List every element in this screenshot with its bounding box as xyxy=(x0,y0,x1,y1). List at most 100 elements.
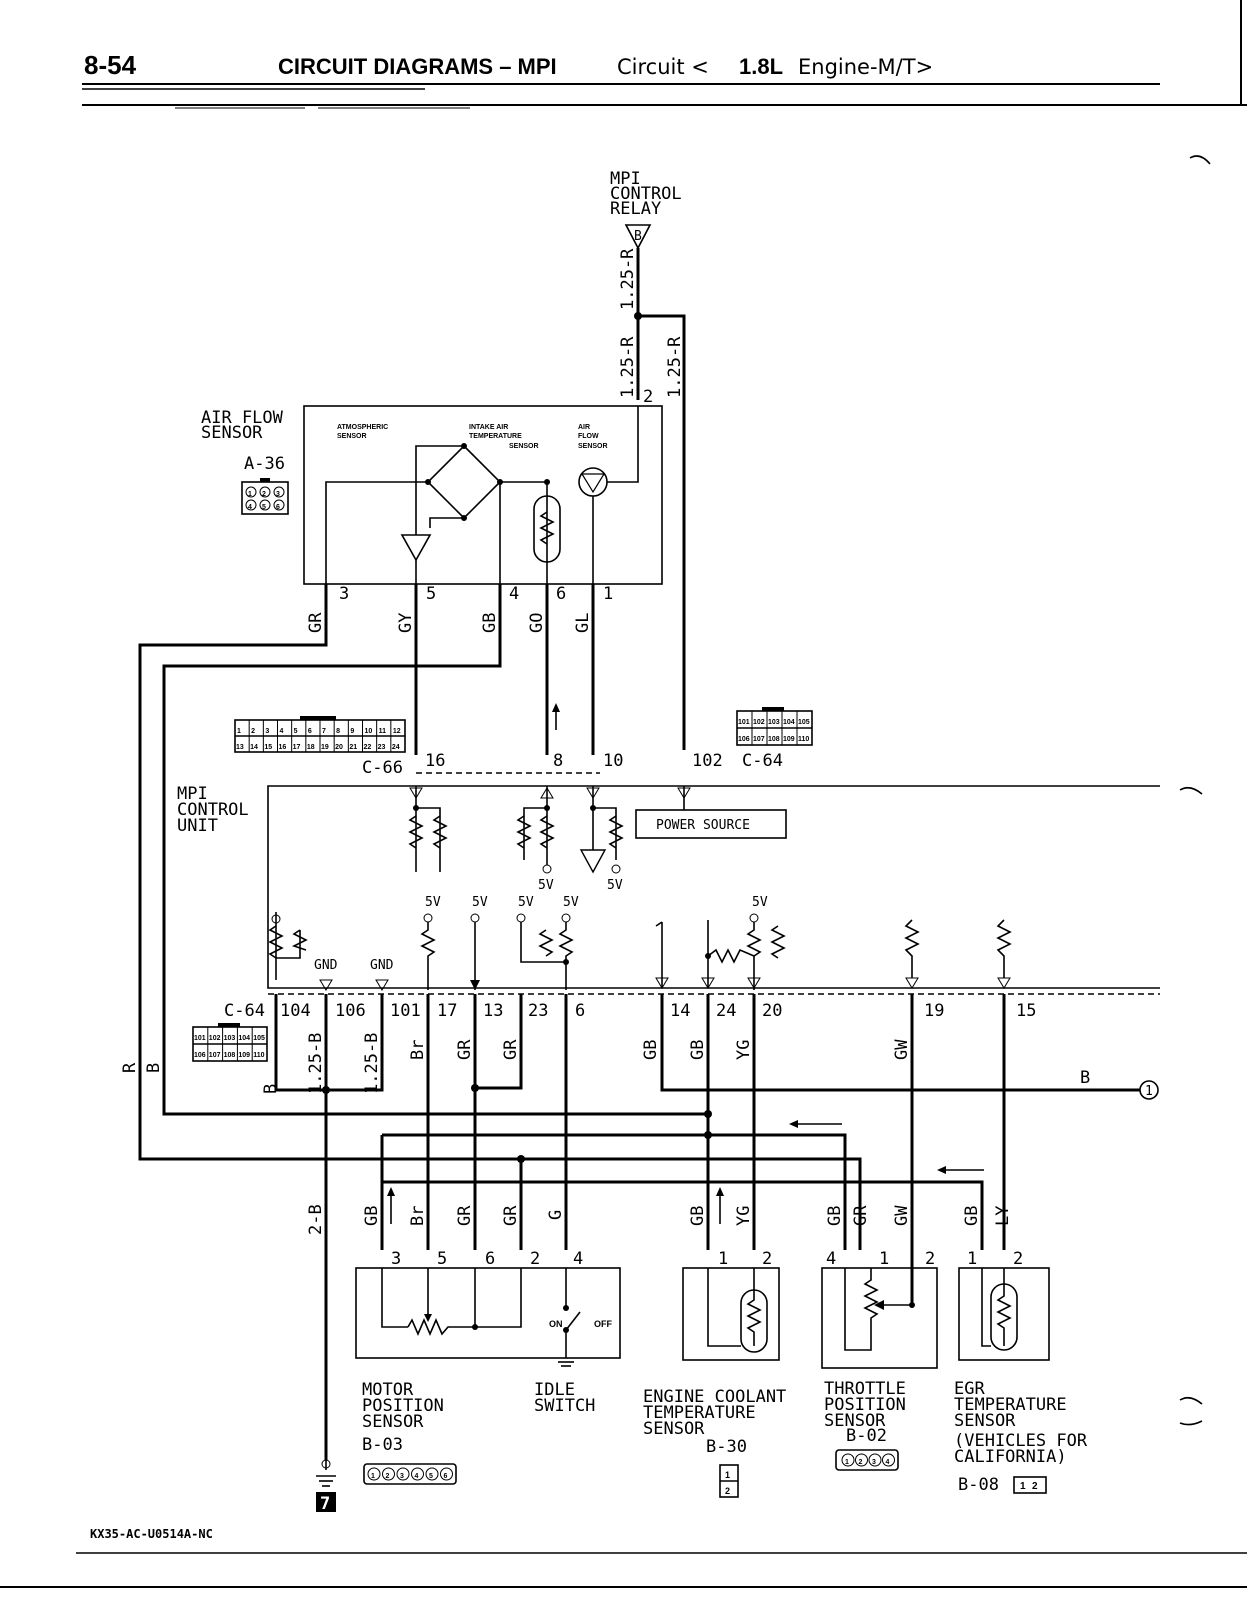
wire-label-gr-13: GR xyxy=(455,1039,475,1060)
mps-pin-5: 5 xyxy=(437,1249,447,1269)
egr-pin-2: 2 xyxy=(1013,1249,1023,1269)
c64-grid-pin: 102 xyxy=(753,719,765,726)
mps-pin-6: 6 xyxy=(485,1249,495,1269)
c66-grid-pin: 16 xyxy=(279,744,287,751)
mps-wire-gb: GB xyxy=(362,1206,382,1226)
c64-bottom-pin: 23 xyxy=(528,1001,548,1021)
idle-off-label: OFF xyxy=(594,1319,612,1329)
mps-connector-pin: 1 xyxy=(371,1473,375,1480)
margin-mark xyxy=(1179,1396,1203,1405)
c64-pin-102: 102 xyxy=(692,751,723,771)
wire-label-b: B xyxy=(1080,1068,1090,1088)
c64-grid-pin: 105 xyxy=(253,1035,265,1042)
wire-gr-afs xyxy=(138,584,862,1250)
mps-housing xyxy=(355,1267,621,1359)
wire-label-br-17: Br xyxy=(408,1040,428,1060)
mps-connector-pin: 3 xyxy=(400,1473,404,1480)
ecu-label-1: MPI xyxy=(177,784,208,804)
relay-label-2: CONTROL xyxy=(610,184,682,204)
throttle-position-sensor: 4 1 2 xyxy=(821,1249,938,1369)
connector-pin-icon xyxy=(367,1467,381,1481)
mps-wire-gr-6: GR xyxy=(455,1205,475,1226)
connector-pin-icon xyxy=(382,1467,395,1481)
c64-grid-pin: 109 xyxy=(783,736,795,743)
svg-text:3: 3 xyxy=(276,491,280,498)
mps-label-1: MOTOR xyxy=(362,1380,414,1400)
switch-contact-icon xyxy=(565,1311,581,1331)
c64-grid-pin: 105 xyxy=(798,719,810,726)
c66-pin-10: 10 xyxy=(603,751,623,771)
tps-connector-pin: 1 xyxy=(845,1459,849,1466)
c66-grid-pin: 14 xyxy=(250,744,258,751)
pressure-bridge-icon xyxy=(426,444,502,520)
connector-pin-icon xyxy=(440,1467,453,1481)
pulldown-resistor-icon xyxy=(408,815,424,849)
connector-pin-icon xyxy=(868,1453,882,1467)
ect-label-1: ENGINE COOLANT xyxy=(643,1387,786,1407)
tps-housing xyxy=(821,1267,938,1369)
c66-grid-pin: 23 xyxy=(378,744,386,751)
afs-pin-1: 1 xyxy=(603,584,613,604)
ecu-label-2: CONTROL xyxy=(177,800,249,820)
c64-grid-pin: 103 xyxy=(768,719,780,726)
mps-wire-br: Br xyxy=(408,1206,428,1226)
tps-connector-icon xyxy=(835,1449,899,1471)
svg-text:1: 1 xyxy=(248,491,252,498)
c64-bottom-pin: 15 xyxy=(1016,1001,1036,1021)
page-title-circuit: Circuit < xyxy=(617,55,709,79)
svg-text:2: 2 xyxy=(262,491,266,498)
svg-text:5V: 5V xyxy=(518,895,534,910)
svg-text:5V: 5V xyxy=(563,895,579,910)
wire-gb-bus xyxy=(382,1133,847,1250)
afs-atmo-label-2: SENSOR xyxy=(337,433,367,440)
ect-pin-1: 1 xyxy=(718,1249,728,1269)
mps-connector-pin: 2 xyxy=(386,1473,390,1480)
afs-afs-label-3: SENSOR xyxy=(578,443,608,450)
afs-label-2: SENSOR xyxy=(201,423,263,443)
wire-label-gb-14: GB xyxy=(641,1040,661,1060)
connector-pin-icon xyxy=(882,1453,895,1467)
mps-wire-gr-2: GR xyxy=(501,1205,521,1226)
mps-pin-2: 2 xyxy=(530,1249,540,1269)
afs-pin-6: 6 xyxy=(556,584,566,604)
margin-mark xyxy=(1179,786,1203,795)
mps-connector-pin: 4 xyxy=(415,1473,419,1480)
idle-label-2: SWITCH xyxy=(534,1396,595,1416)
svg-text:5V: 5V xyxy=(472,895,488,910)
svg-text:GND: GND xyxy=(314,958,338,973)
egr-temperature-sensor: 1 2 xyxy=(958,1249,1050,1361)
connector-pin-icon xyxy=(855,1453,868,1467)
c64-grid-pin: 108 xyxy=(768,736,780,743)
ground-point-badge xyxy=(316,1492,336,1512)
wire-label-gw-19: GW xyxy=(892,1039,912,1060)
c64-bottom-pin: 24 xyxy=(716,1001,736,1021)
ect-pin-2: 2 xyxy=(762,1249,772,1269)
motor-position-sensor: 3 5 6 2 4 ON OFF xyxy=(355,1249,621,1367)
c66-grid-pin: 22 xyxy=(364,744,372,751)
ect-housing xyxy=(682,1267,780,1361)
ect-wire-gb: GB xyxy=(688,1206,708,1226)
c64-grid-pin: 109 xyxy=(238,1052,250,1059)
egr-wire-gb: GB xyxy=(962,1206,982,1226)
c64-bottom-pin: 20 xyxy=(762,1001,782,1021)
c66-grid-pin: 20 xyxy=(335,744,343,751)
afs-connector-grid: 1 2 3 4 5 6 xyxy=(245,486,285,511)
air-flow-sensor: AIR FLOW SENSOR A-36 ATMOSPHERIC SENSOR … xyxy=(201,405,663,585)
wire-label-go: GO xyxy=(527,613,547,633)
tps-wire-gr: GR xyxy=(851,1205,871,1226)
idle-on-label: ON xyxy=(549,1319,563,1329)
c66-pin-16: 16 xyxy=(425,751,445,771)
tps-wire-gw: GW xyxy=(892,1205,912,1226)
wire-gr-23 xyxy=(475,994,523,1090)
tps-potentiometer-icon xyxy=(863,1268,879,1338)
afs-afs-label-2: FLOW xyxy=(578,433,599,440)
connector-pin-icon xyxy=(396,1467,410,1481)
mps-label-2: POSITION xyxy=(362,1396,444,1416)
connector-pin-icon xyxy=(425,1467,439,1481)
amplifier-icon xyxy=(400,534,432,562)
svg-text:GND: GND xyxy=(370,958,394,973)
tps-label-3: SENSOR xyxy=(824,1411,886,1431)
